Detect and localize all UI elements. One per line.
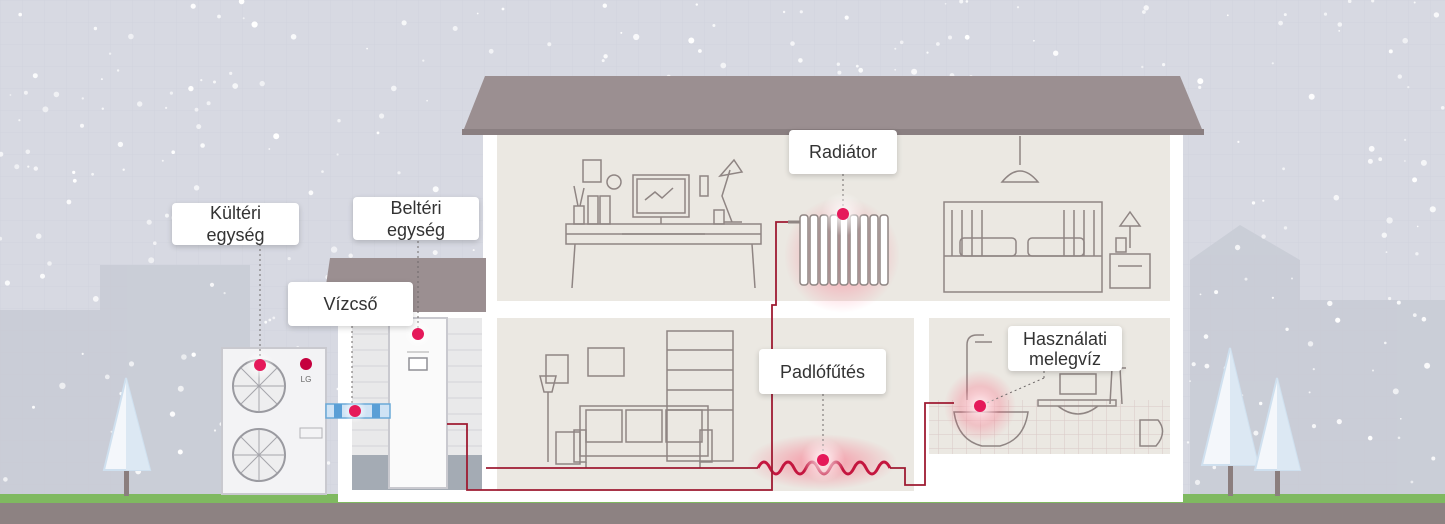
hot-water-marker (974, 400, 986, 412)
radiator-label: Radiátor (789, 130, 897, 174)
outdoor-unit-label: Kültéri egység (172, 203, 299, 245)
hot-water-label: Használati melegvíz (1008, 326, 1122, 371)
ground (0, 503, 1445, 524)
bedroom-furniture (943, 136, 1151, 293)
floor-heating-marker (817, 454, 829, 466)
outdoor-unit-logo: LG (301, 375, 312, 384)
outdoor-unit-marker (254, 359, 266, 371)
tree-right (1200, 347, 1302, 496)
floor-heating-label: Padlófűtés (759, 349, 886, 394)
living-room-furniture (539, 330, 734, 468)
hot-water-label-line2: melegvíz (1028, 348, 1102, 369)
house-roof (462, 76, 1204, 134)
office-furniture (565, 158, 762, 289)
heating-circuit-pipe (447, 221, 788, 491)
markers (246, 192, 1000, 482)
hot-water-label-line1: Használati (1022, 328, 1108, 349)
indoor-unit-marker (412, 328, 424, 340)
water-pipe-marker (349, 405, 361, 417)
water-pipe-label: Vízcső (288, 282, 413, 326)
outdoor-unit (221, 347, 327, 495)
indoor-unit-label: Beltéri egység (353, 197, 479, 240)
tree-left (102, 377, 152, 496)
radiator-marker (837, 208, 849, 220)
